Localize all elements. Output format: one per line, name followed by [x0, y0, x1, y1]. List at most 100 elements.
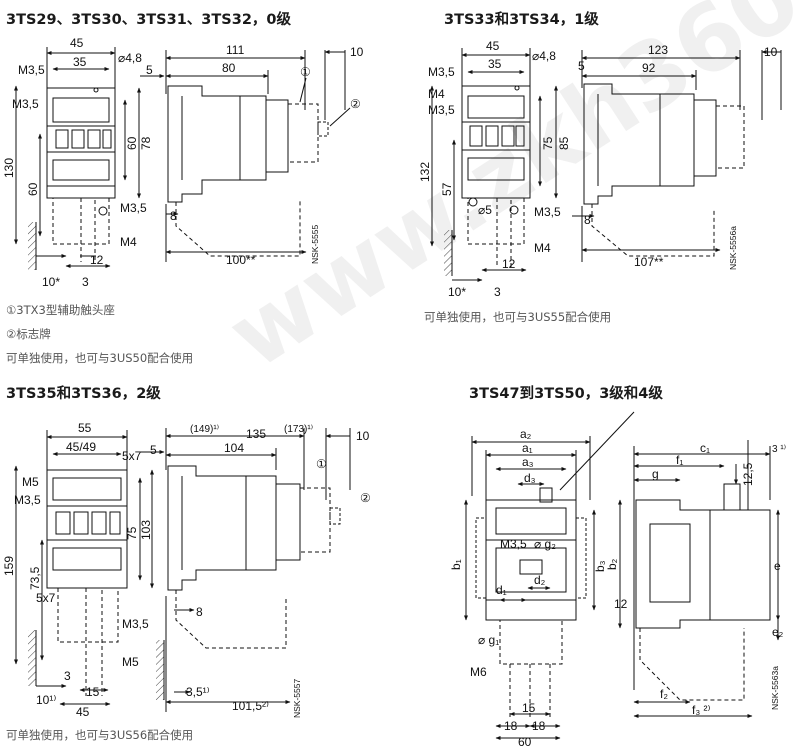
- dimension-label-s3-h103: 103: [139, 520, 153, 540]
- dimension-label-s3-code: NSK-5557: [292, 679, 302, 718]
- dimension-label-s2-m35a: M3,5: [428, 65, 455, 79]
- dimension-label-s2-w35: 35: [488, 57, 502, 71]
- dimension-label-s2-d123: 123: [648, 43, 668, 57]
- section-3-labels: 55 45/49 5x7 M5 M3,5 75 103 159 73,5 5x7…: [2, 421, 371, 719]
- dimension-label-s4-g: g: [652, 467, 659, 481]
- dimension-label-s1-w45: 45: [70, 36, 84, 50]
- dimension-label-s2-d10: 10: [764, 45, 778, 59]
- dimension-label-s4-code: NSK-5563a: [770, 666, 780, 710]
- dimension-label-s2-m4a: M4: [428, 87, 445, 101]
- dimension-label-s2-d8: 8: [584, 213, 591, 227]
- dimension-label-s2-x12: 12: [502, 257, 516, 271]
- diagram-3ts47-side-view: [618, 440, 780, 718]
- dimension-label-s4-f2: f₂: [660, 687, 668, 701]
- dimension-label-s2-d5: 5: [578, 59, 585, 73]
- dimension-label-s4-f1: f₁: [676, 453, 683, 467]
- dimension-label-s3-m5a: M5: [22, 475, 39, 489]
- dimension-label-s3-d173: (173)¹⁾: [284, 424, 313, 435]
- dimension-label-s1-x12: 12: [90, 253, 104, 267]
- note-aux-contact-block: ①3TX3型辅助触头座: [6, 303, 115, 317]
- diagram-3ts35-side-view: [140, 428, 351, 712]
- dimension-label-s4-c1: c₁: [700, 441, 710, 455]
- dimension-label-s2-m4b: M4: [534, 241, 551, 255]
- dimension-label-s1-h60: 60: [125, 136, 139, 150]
- section-2-labels: 45 35 ⌀4,8 M3,5 M4 M3,5 75 85 132 57 ⌀5 …: [418, 39, 778, 299]
- dimension-label-s3-x5x7a: 5x7: [122, 449, 142, 463]
- dimension-label-s3-w55: 55: [78, 421, 92, 435]
- dimension-label-s3-x45: 45: [76, 705, 90, 719]
- dimension-label-s1-m4: M4: [120, 235, 137, 249]
- dimension-label-s1-m35a: M3,5: [18, 63, 45, 77]
- dimension-label-s4-d1: d₁: [496, 583, 507, 597]
- dimension-label-s1-w35: 35: [73, 55, 87, 69]
- dimension-label-s4-x15: 15: [522, 701, 536, 715]
- dimension-label-s1-x10: 10*: [42, 275, 60, 289]
- dimension-label-s3-d35: 3,5¹⁾: [186, 685, 210, 699]
- dimension-label-s4-g1: ⌀ g₁: [478, 633, 499, 647]
- dimension-label-s4-g2: ⌀ g₂: [534, 537, 556, 551]
- dimension-label-s1-c1: ①: [300, 65, 311, 79]
- section-4-labels: a₂ a₁ a₃ d₃ b₁ b₃ M3,5 ⌀ g₂ d₂ d₁ ⌀ g₁ M…: [449, 427, 786, 749]
- dimension-label-s2-code: NSK-5556a: [728, 226, 738, 270]
- dimension-label-s1-m35c: M3,5: [120, 201, 147, 215]
- dimension-label-s3-x3a: 3: [64, 669, 71, 683]
- dimension-label-s2-h85: 85: [557, 136, 571, 150]
- note-3us50: 可单独使用，也可与3US50配合使用: [6, 351, 194, 365]
- dimension-label-s3-d8: 8: [196, 605, 203, 619]
- section-title-1: 3TS33和3TS34，1级: [444, 12, 599, 28]
- dimension-label-s3-d135: 135: [246, 427, 266, 441]
- dimension-label-s1-h78: 78: [139, 136, 153, 150]
- dimension-label-s1-d111: 111: [226, 43, 245, 57]
- dimension-label-s3-d149: (149)¹⁾: [190, 424, 219, 435]
- dimension-label-s4-b1: b₁: [449, 559, 463, 570]
- dimension-label-s4-f3: f₃ ²⁾: [692, 703, 711, 717]
- dimension-label-s3-c2: ②: [360, 491, 371, 505]
- dimension-label-s1-x3: 3: [82, 275, 89, 289]
- dimension-label-s3-d104: 104: [224, 441, 244, 455]
- dimension-label-s1-code: NSK-5555: [310, 225, 320, 264]
- dimension-label-s2-d107: 107**: [634, 255, 664, 269]
- dimension-label-s3-d5: 5: [150, 443, 157, 457]
- diagram-3ts33-front-view: [430, 48, 558, 282]
- dimension-label-s4-x18a: 18: [504, 719, 518, 733]
- dimension-label-s3-m5b: M5: [122, 655, 139, 669]
- dimension-label-s2-d5s: ⌀5: [478, 203, 492, 217]
- dimension-label-s4-e: e: [774, 559, 781, 573]
- dimension-label-s1-h60b: 60: [26, 182, 40, 196]
- dimension-label-s1-c2: ②: [350, 97, 361, 111]
- dimension-label-s4-b3: b₃: [593, 560, 607, 572]
- section-title-3: 3TS47到3TS50，3级和4级: [469, 386, 663, 402]
- dimension-label-s3-h735: 73,5: [28, 566, 42, 590]
- dimension-label-s4-e2: e₂: [772, 625, 784, 639]
- dimension-label-s3-x10: 10¹⁾: [36, 693, 56, 707]
- dimension-label-s1-d80: 80: [222, 61, 236, 75]
- dimension-label-s1-h130: 130: [2, 158, 16, 178]
- dimension-label-s3-h75: 75: [125, 526, 139, 540]
- dimension-label-s3-d1015: 101,5²⁾: [232, 699, 269, 713]
- dimension-label-s4-x3: 3 ¹⁾: [772, 444, 786, 455]
- diagram-3ts29-front-view: [14, 47, 141, 270]
- dimension-label-s3-x15: 15: [86, 685, 100, 699]
- dimension-label-s1-m35b: M3,5: [12, 97, 39, 111]
- dimension-label-s2-m35b: M3,5: [428, 103, 455, 117]
- dimension-label-s2-h57: 57: [440, 182, 454, 196]
- dimension-label-s3-w4549: 45/49: [66, 440, 96, 454]
- dimension-label-s4-x18b: 18: [532, 719, 546, 733]
- dimension-label-s1-d8: 8: [170, 209, 177, 223]
- dimension-label-s2-h75: 75: [541, 136, 555, 150]
- dimension-label-s1-hole: ⌀4,8: [118, 51, 142, 65]
- note-3us55: 可单独使用，也可与3US55配合使用: [424, 310, 612, 324]
- dimension-label-s3-h159: 159: [2, 556, 16, 576]
- dimension-label-s2-m35c: M3,5: [534, 205, 561, 219]
- note-label-plate: ②标志牌: [6, 327, 51, 341]
- dimension-label-s2-h132: 132: [418, 162, 432, 182]
- dimension-label-s2-w45: 45: [486, 39, 500, 53]
- dimension-label-s1-d5: 5: [146, 63, 153, 77]
- dimension-label-s4-d2: d₂: [534, 573, 546, 587]
- dimension-label-s4-x60: 60: [518, 735, 532, 749]
- section-title-0: 3TS29、3TS30、3TS31、3TS32，0级: [6, 12, 291, 28]
- diagram-3ts33-side-view: [572, 50, 782, 262]
- section-1-labels: 45 35 ⌀4,8 M3,5 M3,5 60 78 130 60 M3,5 M…: [2, 36, 364, 289]
- diagram-3ts47-front-view: [464, 411, 635, 740]
